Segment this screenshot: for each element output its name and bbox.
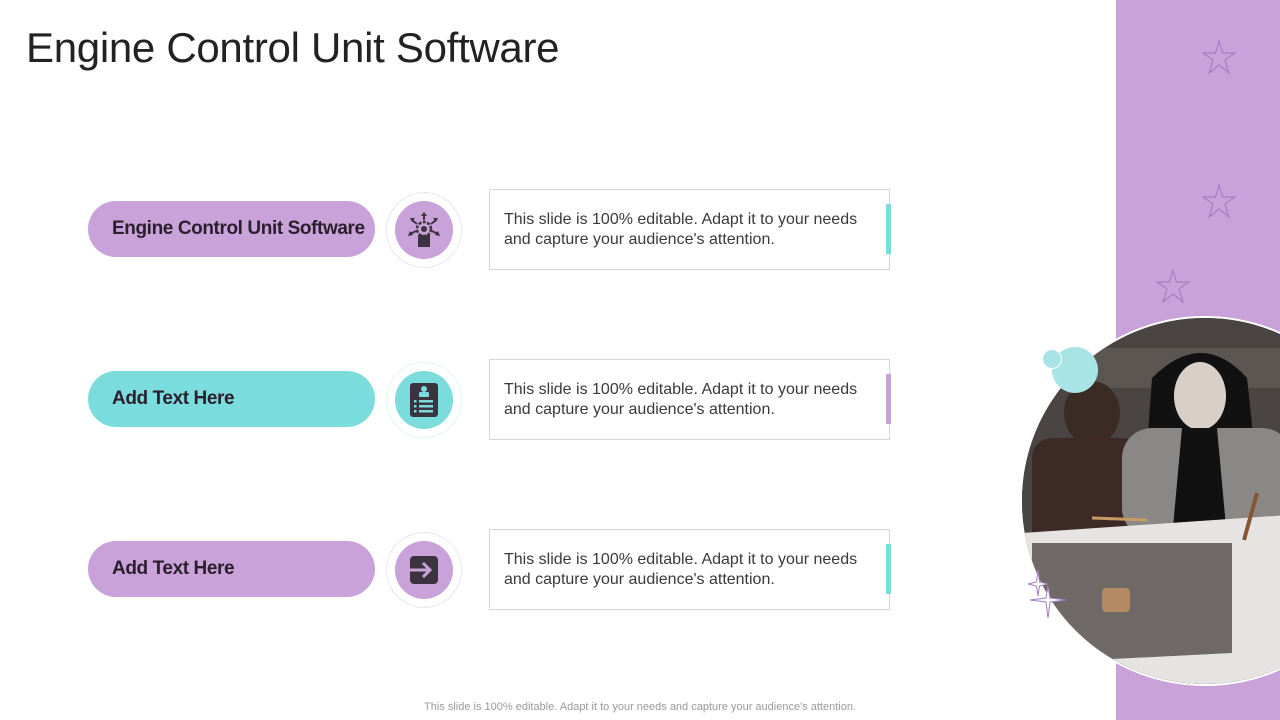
description-text: This slide is 100% editable. Adapt it to… xyxy=(504,381,858,418)
page-title: Engine Control Unit Software xyxy=(26,24,560,71)
icon-ring xyxy=(386,362,462,438)
people-working-at-laptop-photo xyxy=(1020,316,1280,686)
description-text: This slide is 100% editable. Adapt it to… xyxy=(504,211,858,248)
row-1: Engine Control Unit Software xyxy=(0,189,900,271)
accent-bar xyxy=(886,204,891,254)
row-label-pill[interactable]: Add Text Here xyxy=(88,371,375,427)
footer-note: This slide is 100% editable. Adapt it to… xyxy=(424,701,856,713)
description-box: This slide is 100% editable. Adapt it to… xyxy=(489,189,891,270)
description-text: This slide is 100% editable. Adapt it to… xyxy=(504,551,858,588)
description-box: This slide is 100% editable. Adapt it to… xyxy=(489,529,891,610)
login-arrow-icon xyxy=(395,541,453,599)
row-label-pill[interactable]: Engine Control Unit Software xyxy=(88,201,375,257)
decorative-bubble xyxy=(1042,349,1062,369)
icon-ring xyxy=(386,192,462,268)
star-icon xyxy=(1202,184,1236,218)
row-label-pill[interactable]: Add Text Here xyxy=(88,541,375,597)
icon-ring xyxy=(386,532,462,608)
description-box: This slide is 100% editable. Adapt it to… xyxy=(489,359,891,440)
row-2: Add Text Here This slide is 100% editabl… xyxy=(0,359,900,441)
star-icon xyxy=(1156,269,1190,303)
accent-bar xyxy=(886,374,891,424)
row-3: Add Text Here This slide is 100% editabl… xyxy=(0,529,900,611)
settings-gear-person-icon xyxy=(395,201,453,259)
sparkle-icon xyxy=(1027,569,1067,619)
profile-document-icon xyxy=(395,371,453,429)
accent-bar xyxy=(886,544,891,594)
star-icon xyxy=(1202,40,1236,74)
